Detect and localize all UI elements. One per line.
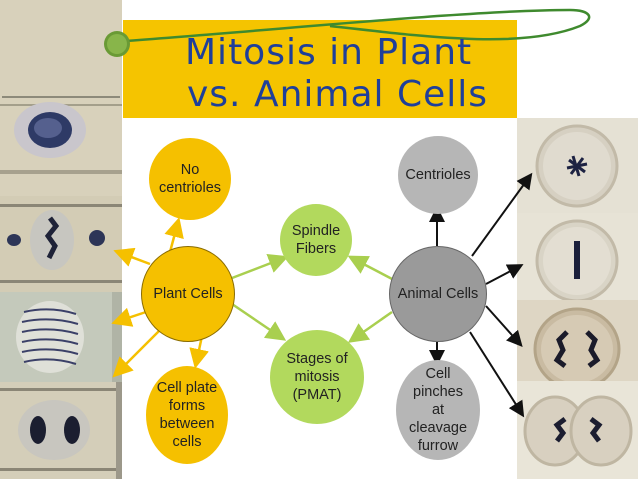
plant-cell-photo-1 <box>0 0 122 196</box>
arrow-plant-to-stages <box>231 302 287 341</box>
node-centrioles: Centrioles <box>398 136 478 214</box>
arrow-plant-to-cell-plate <box>189 335 209 369</box>
arrow-animal-to-spindle <box>347 255 395 282</box>
plant-cell-photo-2 <box>0 196 122 292</box>
animal-cell-photo-2 <box>517 213 638 311</box>
arrow-plant-to-spindle <box>231 254 289 280</box>
plant-cell-photo-4 <box>0 382 122 479</box>
arrow-plant-to-photo-4 <box>112 327 163 378</box>
arrow-animal-to-photo-2 <box>485 264 524 285</box>
arrow-plant-to-photo-3 <box>111 307 147 327</box>
title-line-2: vs. Animal Cells <box>187 74 489 115</box>
title-line-1: Mitosis in Plant <box>185 32 473 73</box>
logo-icon <box>104 31 130 57</box>
plant-cell-photo-3 <box>0 292 122 382</box>
slide-title: Mitosis in Plant vs. Animal Cells <box>185 32 525 116</box>
arrow-plant-to-no-centrioles <box>164 217 184 253</box>
animal-cell-photo-4 <box>517 381 638 479</box>
arrow-animal-to-photo-4 <box>469 331 525 418</box>
animal-cell-photo-1 <box>517 118 638 216</box>
node-no-centrioles: No centrioles <box>149 138 231 220</box>
node-stages-of-mitosis: Stages of mitosis (PMAT) <box>270 330 364 424</box>
arrow-animal-to-stages <box>347 310 393 343</box>
arrow-animal-to-photo-3 <box>485 305 523 347</box>
node-spindle-fibers: Spindle Fibers <box>280 204 352 276</box>
arrow-animal-to-photo-1 <box>471 172 533 257</box>
node-plant-cells: Plant Cells <box>141 246 235 342</box>
node-cell-plate: Cell plate forms between cells <box>146 366 228 464</box>
arrow-plant-to-photo-1 <box>113 247 151 267</box>
node-animal-cells: Animal Cells <box>389 246 487 342</box>
node-cell-pinches: Cell pinches at cleavage furrow <box>396 360 480 460</box>
